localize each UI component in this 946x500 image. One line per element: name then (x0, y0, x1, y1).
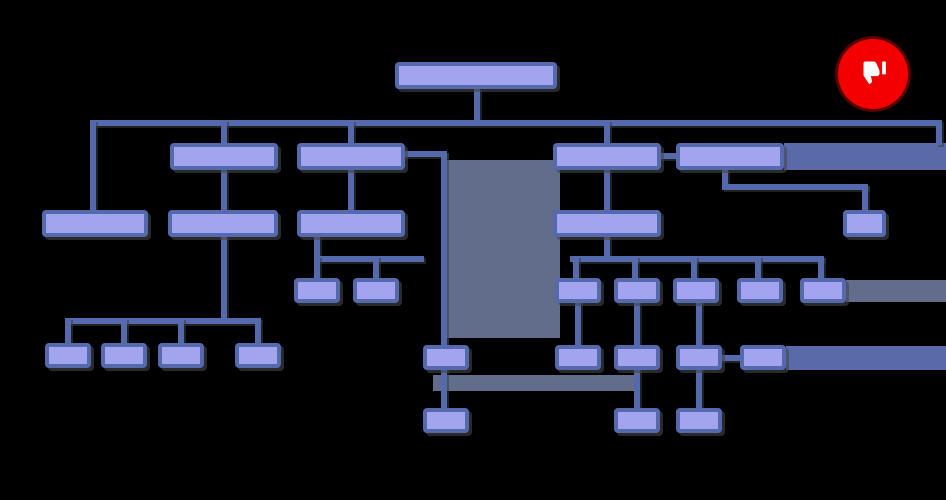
edge-n11-stem (314, 256, 320, 280)
tree-node[interactable] (553, 210, 661, 237)
edge-bus-drop-d (604, 120, 610, 145)
edge-n3-elbow-h (403, 151, 447, 157)
edge-n24-n28 (634, 368, 640, 410)
edge-n9-drop (604, 236, 610, 258)
tree-node[interactable] (423, 345, 469, 370)
tree-node[interactable] (676, 143, 784, 170)
tree-node[interactable] (297, 143, 405, 170)
edge-n5-drop (722, 169, 728, 187)
tree-node[interactable] (676, 345, 722, 370)
edge-n13-n23 (575, 301, 581, 347)
edge-n16-stem (755, 256, 761, 280)
tree-node[interactable] (555, 278, 601, 303)
overlay-right-row4 (846, 280, 946, 302)
tree-node[interactable] (168, 210, 278, 237)
tree-node[interactable] (170, 143, 278, 170)
tree-node[interactable] (843, 210, 886, 237)
thumbs-down-feedback-badge[interactable] (838, 39, 908, 109)
thumbs-down-icon (856, 57, 890, 91)
edge-n5-to-n10-h (722, 184, 868, 190)
edge-n4-n5 (657, 153, 679, 159)
edge-n8-bus (314, 256, 424, 262)
tree-node[interactable] (800, 278, 846, 303)
edge-n3-n8 (348, 169, 354, 212)
edge-n13-stem (573, 256, 579, 280)
edge-root-bus (90, 120, 940, 126)
edge-n22-stem-up (441, 336, 447, 348)
edge-bottomleft-bus (65, 318, 260, 324)
edge-n12-stem (373, 256, 379, 280)
tree-node[interactable] (614, 408, 660, 433)
edge-n10-stem (862, 184, 868, 212)
edge-n17-stem (818, 256, 824, 280)
tree-node[interactable] (235, 343, 281, 368)
tree-node[interactable] (740, 345, 786, 370)
tree-node[interactable] (101, 343, 147, 368)
tree-node-root[interactable] (395, 62, 557, 89)
tree-node[interactable] (614, 278, 660, 303)
tree-node[interactable] (42, 210, 148, 237)
tree-node[interactable] (423, 408, 469, 433)
edge-n15-stem (691, 256, 697, 280)
edge-n25-n29 (696, 368, 702, 410)
edge-n21-stem (255, 318, 261, 345)
overlay-right-row2 (784, 143, 946, 170)
edge-bus-drop-b (221, 120, 227, 145)
edge-n8-drop (314, 236, 320, 258)
edge-bus-drop-c (348, 120, 354, 145)
edge-n4-n9 (604, 169, 610, 212)
tree-node[interactable] (294, 278, 340, 303)
tree-node[interactable] (297, 210, 405, 237)
tree-node[interactable] (673, 278, 719, 303)
tree-node[interactable] (676, 408, 722, 433)
edge-n19-stem (121, 318, 127, 345)
tree-node[interactable] (553, 143, 661, 170)
edge-root-stem (474, 88, 480, 123)
edge-n15-n25 (696, 301, 702, 347)
edge-n22-n27 (441, 368, 447, 410)
edge-n2-n7 (221, 169, 227, 212)
overlay-right-row5 (786, 346, 946, 370)
overlay-center-bar (433, 375, 638, 391)
tree-node[interactable] (614, 345, 660, 370)
tree-node[interactable] (45, 343, 91, 368)
tree-node[interactable] (353, 278, 399, 303)
edge-n14-n24 (634, 301, 640, 347)
edge-n18-stem (65, 318, 71, 345)
edge-n20-stem (178, 318, 184, 345)
tree-node[interactable] (158, 343, 204, 368)
edge-n7-drop (221, 236, 227, 321)
edge-n14-stem (632, 256, 638, 280)
overlay-center-panel (447, 160, 560, 338)
edge-bus-drop-a (90, 120, 96, 216)
edge-right-bus (570, 256, 824, 262)
tree-node[interactable] (555, 345, 601, 370)
tree-node[interactable] (737, 278, 783, 303)
edge-n25-n26 (719, 355, 743, 361)
edge-bus-drop-e (936, 120, 942, 145)
edge-n3-elbow-v (441, 151, 447, 351)
